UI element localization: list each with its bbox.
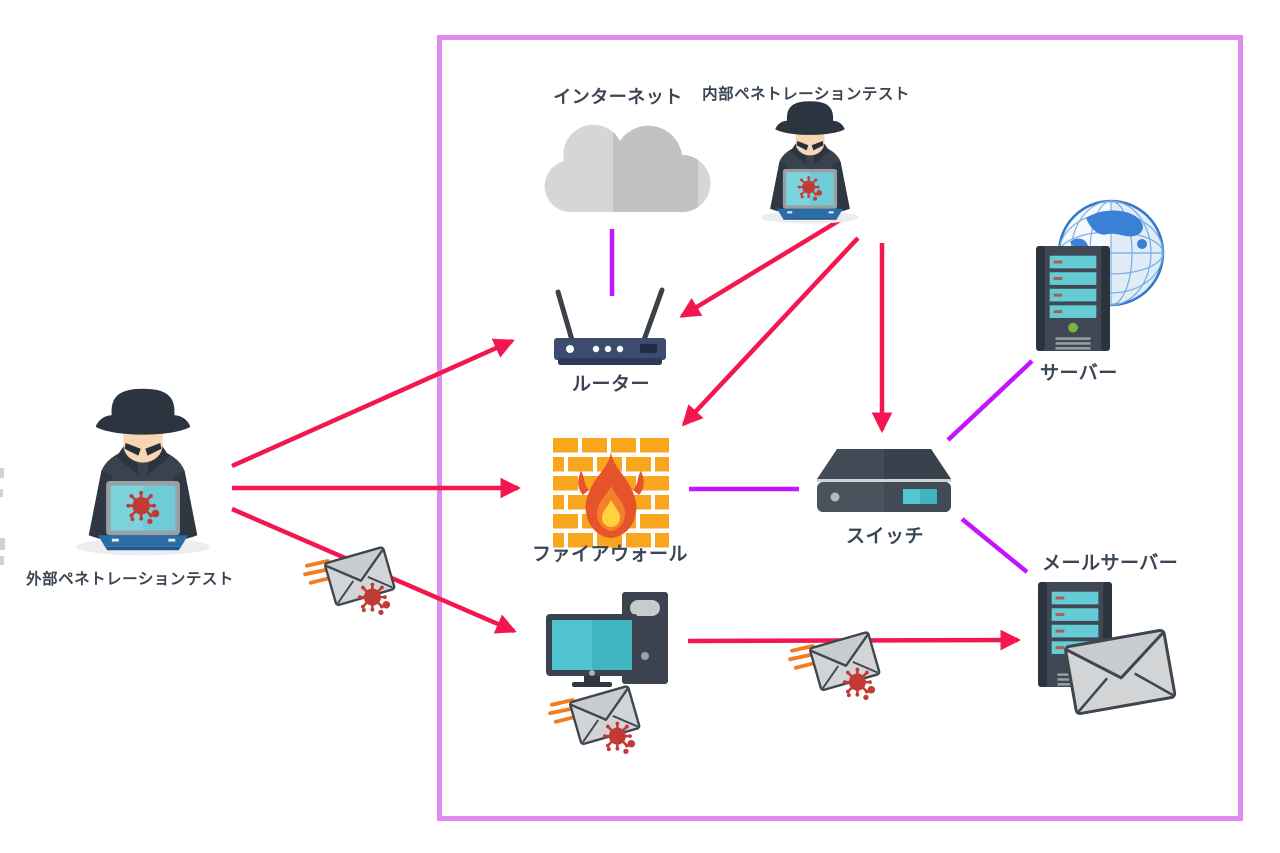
infected-mail-icon <box>548 682 643 754</box>
mail-server-label: メールサーバー <box>1042 553 1179 574</box>
left-edge-clipped-text <box>0 489 3 497</box>
external-hacker-icon <box>68 383 218 556</box>
infected-mail-icon <box>303 543 398 615</box>
firewall-icon <box>553 438 669 548</box>
attack-internal-to-router <box>679 215 847 318</box>
internet-cloud-icon <box>544 124 711 212</box>
router-icon <box>554 287 666 365</box>
internal-hacker-icon <box>755 97 865 224</box>
attack-external-to-router <box>231 338 515 469</box>
left-edge-clipped-text <box>0 556 4 565</box>
server-label: サーバー <box>1040 363 1118 384</box>
server-icon <box>1036 246 1110 351</box>
internal-pentest-label: 内部ペネトレーションテスト <box>702 86 910 103</box>
pc-icon <box>546 592 668 687</box>
switch-icon <box>817 449 951 512</box>
network-boundary-box <box>437 35 1243 821</box>
link-switch-mailserver <box>960 517 1029 574</box>
link-switch-server <box>946 359 1034 442</box>
firewall-label: ファイアウォール <box>531 544 689 565</box>
attack-internal-to-firewall <box>681 236 860 427</box>
infected-mail-icon <box>788 628 883 700</box>
router-label: ルーター <box>571 374 651 395</box>
left-edge-clipped-text <box>0 538 5 550</box>
left-edge-clipped-text <box>0 468 4 478</box>
internet-label: インターネット <box>553 87 683 107</box>
mail-envelope-icon <box>1064 628 1177 716</box>
switch-label: スイッチ <box>845 526 925 547</box>
external-pentest-label: 外部ペネトレーションテスト <box>26 571 234 588</box>
